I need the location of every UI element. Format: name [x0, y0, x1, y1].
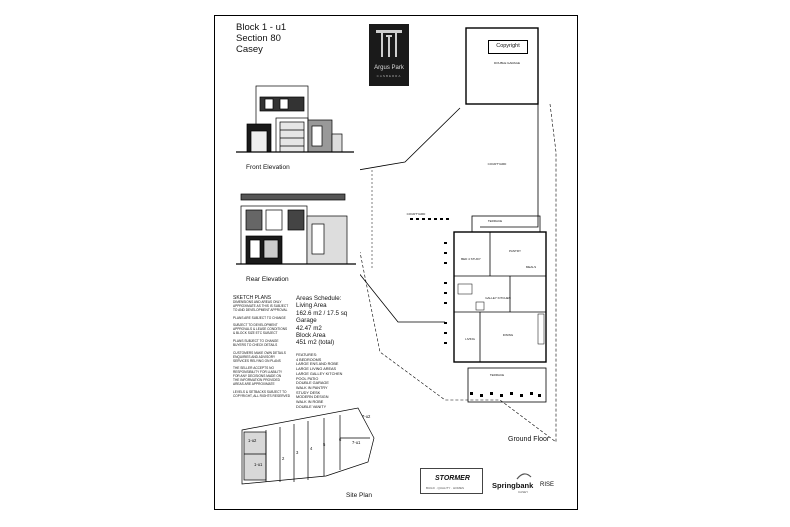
galley-kitchen-label: GALLEY KITCHEN	[485, 296, 511, 300]
stormer-name: STORMER	[435, 475, 470, 482]
dining-label: DINING	[502, 333, 514, 337]
features-heading: FEATURES:	[296, 353, 318, 357]
feature-item: POOL PATIO	[296, 376, 319, 381]
living-area-label: Living Area	[296, 302, 327, 310]
courtyard-label: COURTYARD	[487, 162, 507, 166]
pantry-label: PANTRY	[509, 249, 521, 253]
notes-line: COPYRIGHT, ALL RIGHTS RESERVED	[233, 393, 291, 398]
copyright-label: Copyright	[488, 40, 528, 54]
site-lot-label: 2	[282, 456, 285, 461]
notes-line: SUBJECT TO DEVELOPMENT	[233, 323, 278, 328]
feature-item: LARGE ENS AND ROBE	[296, 362, 339, 367]
sketch-plan-notes: SKETCH PLANS DIMENSIONS AND AREAS ONLY A…	[233, 295, 291, 399]
terrace-bottom-label: TERRACE	[489, 373, 505, 377]
feature-item: WALK IN ROBE	[296, 400, 324, 405]
argus-park-logo: Argus Park CANBERRA	[369, 24, 409, 86]
rear-elevation-drawing	[236, 193, 356, 265]
stormer-logo: STORMER BUILD · QUALITY · HOMES	[420, 468, 483, 494]
feature-item: DOUBLE VANITY	[296, 404, 327, 409]
suburb-title: Casey	[236, 44, 263, 55]
notes-line: & BLOCK SIZE ETC SUBJECT	[233, 331, 278, 336]
feature-item: DOUBLE GARAGE	[296, 381, 329, 386]
block-title: Block 1 - u1	[236, 22, 287, 33]
garage-label: Garage	[296, 317, 317, 325]
logo-mark-icon	[376, 30, 402, 57]
site-lot-label: 6	[339, 437, 342, 442]
block-area-value: 451 m2 (total)	[296, 339, 335, 347]
ground-floor-caption: Ground Floor	[508, 436, 550, 443]
logo-name: Argus Park	[374, 65, 404, 71]
notes-line: LEVELS & SETBACKS SUBJECT TO	[233, 389, 287, 394]
springbank-tagline: CASEY	[518, 490, 529, 494]
site-lot-label: 5	[323, 442, 326, 447]
notes-line: RESPONSIBILITY FOR LIABILITY	[233, 370, 283, 375]
title-block: Block 1 - u1 Section 80 Casey	[236, 22, 286, 55]
courtyard-left-label: COURTYARD	[406, 212, 426, 216]
notes-line: CUSTOMERS MAKE OWN DETAILS	[233, 350, 286, 355]
feature-item: LARGE GALLEY KITCHEN	[296, 371, 343, 376]
living-area-value: 162.6 m2 / 17.5 sq	[296, 309, 348, 317]
notes-line: APPROVALS & LEASE CONDITIONS	[233, 327, 288, 332]
site-lot-label: 1-u2	[248, 438, 257, 443]
features-list: FEATURES: 4 BEDROOMS LARGE ENS AND ROBE …	[296, 353, 342, 409]
notes-line: THE SELLER ACCEPTS NO	[233, 366, 274, 371]
springbank-swoosh-icon	[516, 473, 532, 480]
meals-label: MEALS	[525, 265, 537, 269]
site-lot-label: 7-u1	[352, 440, 361, 445]
site-lot-label: 7-u2	[362, 414, 371, 419]
living-label: LIVING	[465, 337, 475, 341]
notes-line: DIMENSIONS AND AREAS ONLY	[233, 300, 282, 304]
site-lot-label: 1-u1	[254, 462, 263, 467]
feature-item: 4 BEDROOMS	[296, 357, 322, 362]
notes-line: THE INFORMATION PROVIDED	[233, 378, 280, 383]
springbank-name: Springbank	[492, 481, 534, 490]
notes-line: PLANS SUBJECT TO CHANGE	[233, 339, 279, 344]
areas-heading: Areas Schedule:	[296, 295, 342, 302]
notes-line: APPROXIMATE AS THIS IS SUBJECT	[233, 303, 289, 308]
site-lot-label: 4	[310, 446, 313, 451]
notes-title: SKETCH PLANS	[233, 295, 272, 301]
bed-study-label: BED 4 STUDY	[461, 257, 481, 261]
notes-line: ENQUIRIES AND ADVISORY	[233, 354, 276, 359]
areas-schedule: Areas Schedule: Living Area 162.6 m2 / 1…	[296, 295, 347, 347]
section-title: Section 80	[236, 33, 281, 44]
feature-item: LARGE LIVING AREAS	[296, 367, 337, 372]
terrace-label: TERRACE	[487, 219, 503, 223]
rear-elevation-caption: Rear Elevation	[246, 276, 289, 283]
site-lot-label: 3	[296, 450, 299, 455]
notes-line: FOR ANY DECISIONS MADE ON	[233, 374, 282, 379]
notes-line: BUYERS TO CHECK DETAILS	[233, 342, 278, 347]
notes-line: AREAS ARE APPROXIMATE	[233, 382, 275, 387]
notes-line: SERVICES RELYING ON PLANS	[233, 358, 281, 363]
springbank-rise: RISE	[540, 482, 555, 488]
garage-value: 42.47 m2	[296, 324, 322, 332]
notes-line: PLANS ARE SUBJECT TO CHANGE	[233, 315, 286, 320]
logo-subtitle: CANBERRA	[376, 74, 402, 78]
site-plan-caption: Site Plan	[346, 492, 373, 499]
feature-item: MODERN DESIGN	[296, 395, 329, 400]
front-elevation-caption: Front Elevation	[246, 164, 290, 171]
springbank-rise-logo: Springbank RISE CASEY	[492, 472, 560, 498]
feature-item: STUDY DESK	[296, 390, 321, 395]
notes-line: TO AND DEVELOPMENT APPROVAL	[233, 307, 288, 312]
site-plan-drawing	[241, 407, 375, 485]
stormer-tagline: BUILD · QUALITY · HOMES	[426, 486, 464, 490]
front-elevation-drawing	[236, 85, 354, 153]
ground-floor-plan	[360, 27, 557, 443]
block-area-label: Block Area	[296, 332, 326, 340]
double-garage-label: DOUBLE GARAGE	[493, 61, 520, 65]
feature-item: WALK IN PANTRY	[296, 385, 328, 390]
